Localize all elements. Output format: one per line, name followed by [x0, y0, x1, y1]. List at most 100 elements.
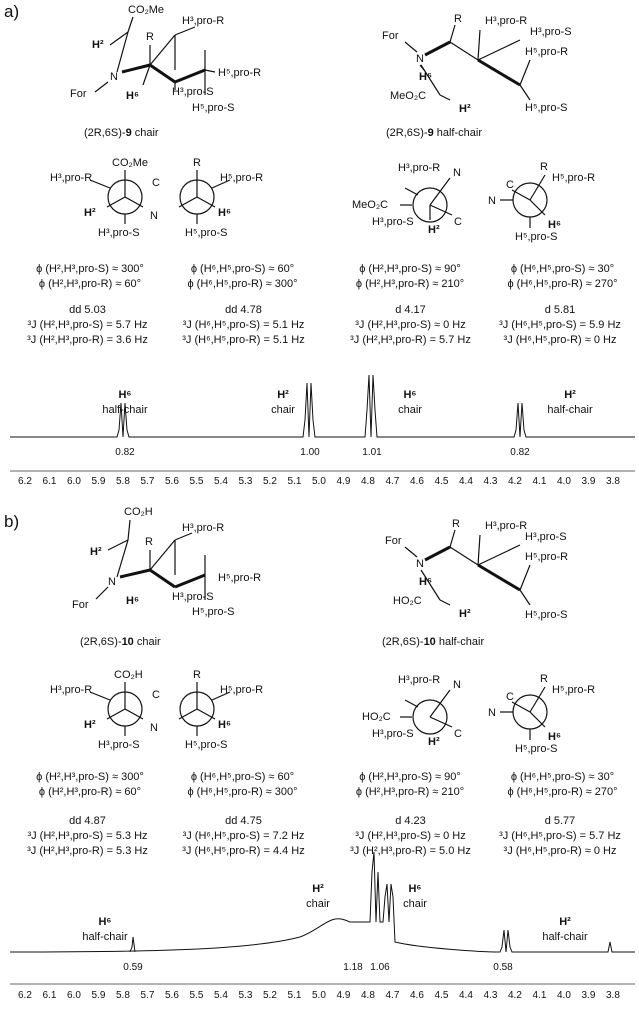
ppm-tick-label: 4.7 [385, 990, 400, 1001]
ppm-tick-label: 4.2 [508, 990, 522, 1001]
svg-text:R: R [146, 31, 154, 43]
svg-text:H³,pro-R: H³,pro-R [485, 15, 527, 27]
ppm-tick-label: 4.5 [434, 476, 449, 487]
halfchair-name-a: (2R,6S)-9 half-chair [386, 127, 482, 139]
integral-b-4: 0.58 [493, 962, 513, 973]
svg-text:H⁵,pro-S: H⁵,pro-S [185, 739, 227, 751]
svg-text:H³,pro-S: H³,pro-S [98, 739, 140, 751]
svg-text:R: R [452, 518, 460, 530]
svg-text:R: R [193, 669, 201, 681]
ppm-tick-label: 5.1 [287, 476, 302, 487]
svg-text:H⁶: H⁶ [218, 719, 231, 731]
ppm-tick-label: 4.1 [532, 476, 547, 487]
ppm-tick-label: 5.7 [140, 990, 155, 1001]
svg-text:H³,pro-R: H³,pro-R [182, 15, 224, 27]
halfchair-structure-b: For N R H⁶ HO₂C H² H³,pro-R H³,pro-S H⁵,… [385, 518, 568, 621]
svg-text:N: N [488, 195, 496, 207]
svg-text:R: R [193, 157, 201, 169]
svg-text:C: C [152, 689, 160, 701]
svg-text:H³,pro-R: H³,pro-R [50, 172, 92, 184]
integral-b-1: 0.59 [123, 962, 143, 973]
svg-text:H³,pro-S: H³,pro-S [530, 26, 572, 38]
ppm-tick-label: 4.3 [483, 990, 498, 1001]
ppm-tick-label: 4.0 [557, 476, 571, 487]
svg-text:H³,pro-S: H³,pro-S [372, 216, 414, 228]
svg-text:N: N [416, 558, 424, 570]
svg-text:H⁶: H⁶ [548, 731, 561, 743]
svg-text:CO₂H: CO₂H [114, 669, 143, 681]
ppm-tick-label: 6.0 [67, 990, 81, 1001]
panel-label-a: a) [4, 2, 20, 21]
svg-text:C: C [454, 216, 462, 228]
ppm-tick-label: 3.8 [606, 476, 620, 487]
chair-name-b: (2R,6S)-10 chair [80, 636, 161, 648]
ppm-tick-label: 4.1 [532, 990, 547, 1001]
ppm-tick-label: 4.9 [336, 990, 351, 1001]
ppm-tick-label: 6.1 [42, 990, 57, 1001]
svg-text:N: N [150, 722, 158, 734]
newman-halfchair-b: H³,pro-R N HO₂C H³,pro-S H² C R H⁵,pro-R… [362, 673, 595, 755]
phi-block-b-4: ϕ (H⁶,H⁵,pro-S) ≈ 30°ϕ (H⁶,H⁵,pro-R) ≈ 2… [507, 771, 618, 798]
svg-text:For: For [70, 88, 87, 100]
phi-block-a-3: ϕ (H²,H³,pro-S) ≈ 90°ϕ (H²,H³,pro-R) ≈ 2… [355, 263, 465, 290]
ppm-tick-label: 4.7 [385, 476, 400, 487]
phi-block-b-1: ϕ (H²,H³,pro-S) ≈ 300°ϕ (H²,H³,pro-R) ≈ … [36, 771, 144, 798]
ppm-tick-label: 4.6 [410, 990, 424, 1001]
ppm-tick-label: 4.8 [361, 990, 375, 1001]
svg-text:N: N [416, 53, 424, 65]
ppm-tick-label: 5.0 [312, 990, 326, 1001]
svg-text:H⁵,pro-R: H⁵,pro-R [552, 172, 595, 184]
svg-text:R: R [454, 13, 462, 25]
ppm-tick-label: 4.8 [361, 476, 375, 487]
svg-text:H⁵,pro-R: H⁵,pro-R [218, 572, 261, 584]
ppm-tick-label: 4.9 [336, 476, 351, 487]
svg-text:N: N [453, 167, 461, 179]
svg-text:N: N [150, 210, 158, 222]
ppm-tick-label: 6.0 [67, 476, 81, 487]
ppm-tick-label: 5.2 [263, 476, 277, 487]
ppm-tick-label: 3.9 [581, 476, 596, 487]
phi-block-b-3: ϕ (H²,H³,pro-S) ≈ 90°ϕ (H²,H³,pro-R) ≈ 2… [355, 771, 465, 798]
svg-text:C: C [454, 728, 462, 740]
svg-text:H²: H² [459, 608, 471, 620]
ppm-tick-label: 5.3 [238, 476, 253, 487]
chair-name-a: (2R,6S)-9 chair [84, 127, 159, 139]
svg-text:H²: H² [428, 736, 440, 748]
integral-a-1: 0.82 [115, 447, 135, 458]
ppm-tick-label: 5.9 [91, 990, 106, 1001]
ppm-tick-label: 4.6 [410, 476, 424, 487]
chair-structure-a: CO₂Me H² N For R H⁶ H³,pro-R H⁵,pro-R H³… [70, 4, 261, 114]
ppm-tick-label: 5.3 [238, 990, 253, 1001]
newman-halfchair-a: H³,pro-R N MeO₂C H³,pro-S H² C R H⁵,pro-… [352, 161, 595, 243]
ppm-tick-label: 6.2 [18, 476, 32, 487]
svg-text:R: R [540, 161, 548, 173]
svg-text:R: R [540, 673, 548, 685]
halfchair-structure-a: For N R H⁶ MeO₂C H² H³,pro-R H³,pro-S H⁵… [382, 13, 572, 115]
svg-text:H³,pro-R: H³,pro-R [398, 674, 440, 686]
ppm-tick-label: 4.2 [508, 476, 522, 487]
svg-text:For: For [385, 535, 402, 547]
ppm-tick-label: 5.9 [91, 476, 106, 487]
svg-text:C: C [506, 179, 514, 191]
svg-text:N: N [453, 679, 461, 691]
svg-text:H³,pro-R: H³,pro-R [398, 162, 440, 174]
svg-text:H⁵,pro-S: H⁵,pro-S [185, 227, 227, 239]
integral-a-2: 1.00 [300, 447, 320, 458]
svg-text:H²: H² [459, 103, 471, 115]
newman-chair-b: CO₂H H³,pro-R H² H³,pro-S C N R H⁵,pro-R… [50, 669, 263, 751]
svg-text:H⁶: H⁶ [126, 595, 139, 607]
acid-label-a: CO₂Me [128, 4, 164, 16]
svg-text:C: C [506, 691, 514, 703]
svg-text:H⁶: H⁶ [126, 90, 139, 102]
ppm-tick-label: 5.6 [165, 476, 179, 487]
ppm-tick-label: 5.8 [116, 990, 130, 1001]
